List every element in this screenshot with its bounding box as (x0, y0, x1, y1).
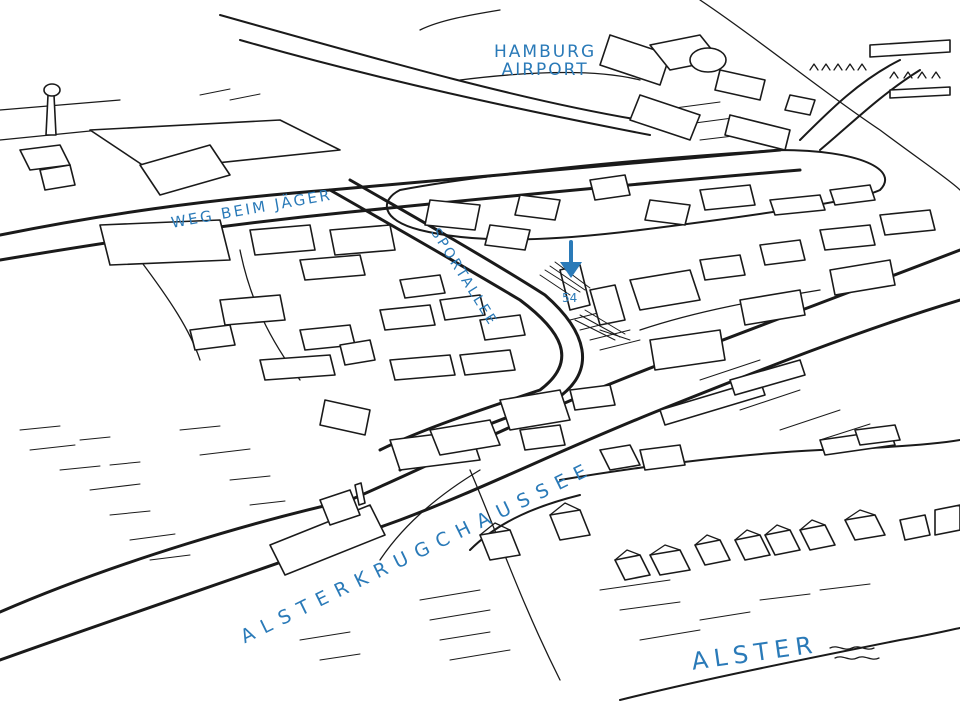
airport-label-line2: AIRPORT (501, 59, 589, 80)
road-network (0, 0, 960, 701)
airport-label-line1: HAMBURG (494, 42, 597, 62)
buildings (19, 34, 960, 581)
airport-label: HAMBURG AIRPORT (494, 42, 597, 80)
house-number-label: 54 (562, 291, 578, 305)
arrow-down-icon (560, 240, 582, 278)
